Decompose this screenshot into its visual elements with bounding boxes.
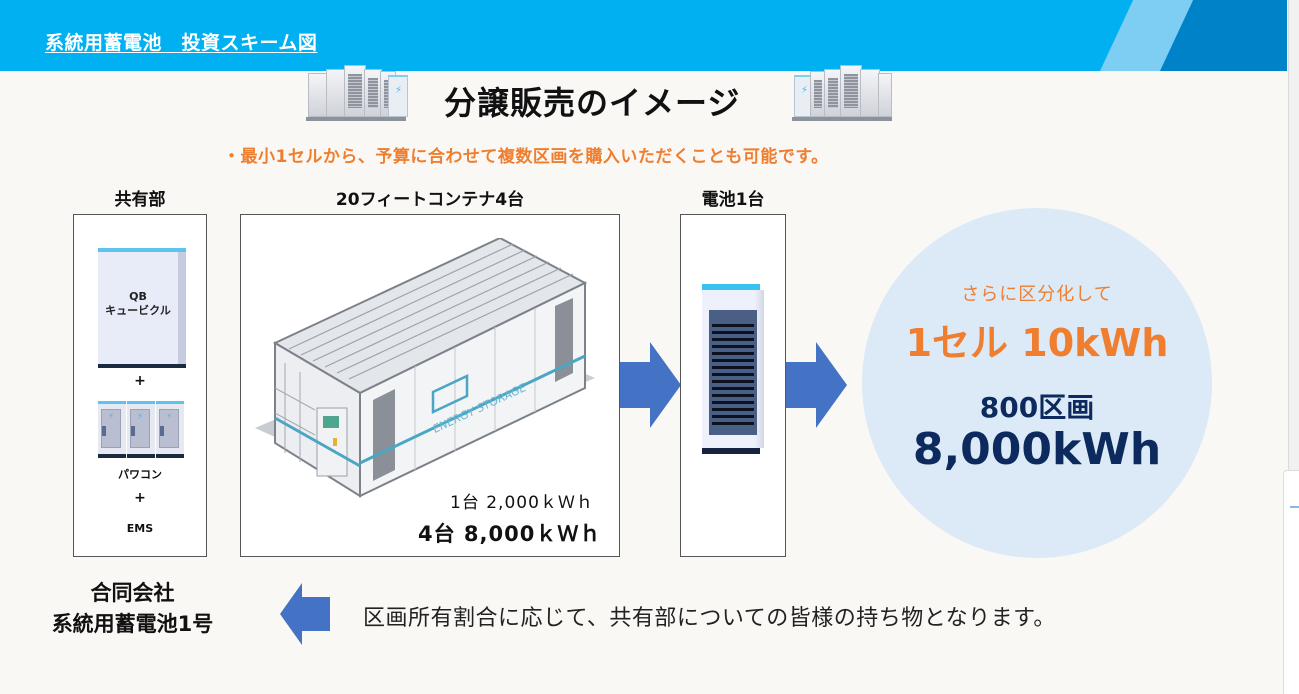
plus-sign: + bbox=[134, 490, 146, 506]
result-total-capacity: 8,000kWh bbox=[912, 424, 1162, 475]
battery-unit-icon bbox=[702, 284, 764, 454]
power-conditioner-icon: ⚡ bbox=[98, 401, 126, 458]
container-caption-single: 1台 2,000ｋＷｈ bbox=[450, 493, 594, 513]
power-conditioner-icon: ⚡ bbox=[156, 401, 184, 458]
power-conditioner-label: パワコン bbox=[118, 468, 162, 481]
company-name-line1: 合同会社 bbox=[90, 581, 175, 605]
cubicle-label-line1: QB bbox=[129, 290, 147, 303]
server-rack-icon: ⚡ bbox=[306, 63, 408, 121]
company-name-line2: 系統用蓄電池1号 bbox=[51, 612, 214, 636]
ems-label: EMS bbox=[126, 522, 154, 535]
section-subtitle: ・最小1セルから、予算に合わせて複数区画を購入いただくことも可能です。 bbox=[223, 147, 829, 167]
section-title: 分譲販売のイメージ bbox=[444, 84, 741, 122]
battery-label: 電池1台 bbox=[701, 190, 765, 210]
result-section-count: 800区画 bbox=[979, 391, 1095, 424]
shared-part-label: 共有部 bbox=[114, 190, 166, 210]
power-conditioner-icon: ⚡ bbox=[127, 401, 155, 458]
company-name: 合同会社 系統用蓄電池1号 bbox=[40, 578, 225, 640]
side-panel-edge bbox=[1288, 0, 1299, 694]
energy-storage-container-icon: ENERGY STORAGE bbox=[255, 238, 595, 498]
result-circle bbox=[862, 208, 1212, 558]
result-cell-size: 1セル 10kWh bbox=[905, 321, 1169, 365]
result-subtitle: さらに区分化して bbox=[961, 284, 1113, 305]
header-bar: 系統用蓄電池 投資スキーム図 bbox=[0, 0, 1287, 71]
ownership-note: 区画所有割合に応じて、共有部についての皆様の持ち物となります。 bbox=[363, 606, 1056, 631]
arrow-right-icon bbox=[620, 342, 681, 428]
cubicle-label-line2: キュービクル bbox=[105, 304, 171, 317]
container-label: 20フィートコンテナ4台 bbox=[335, 190, 525, 210]
arrow-right-icon bbox=[786, 342, 847, 428]
page-title: 系統用蓄電池 投資スキーム図 bbox=[45, 32, 318, 54]
battery-box bbox=[680, 214, 786, 557]
plus-sign: + bbox=[134, 373, 146, 389]
arrow-left-icon bbox=[280, 583, 330, 645]
cubicle-icon: QB キュービクル bbox=[98, 248, 186, 368]
server-rack-icon: ⚡ bbox=[792, 63, 892, 121]
side-panel-card bbox=[1283, 470, 1299, 694]
container-caption-total: 4台 8,000ｋＷｈ bbox=[418, 522, 602, 546]
